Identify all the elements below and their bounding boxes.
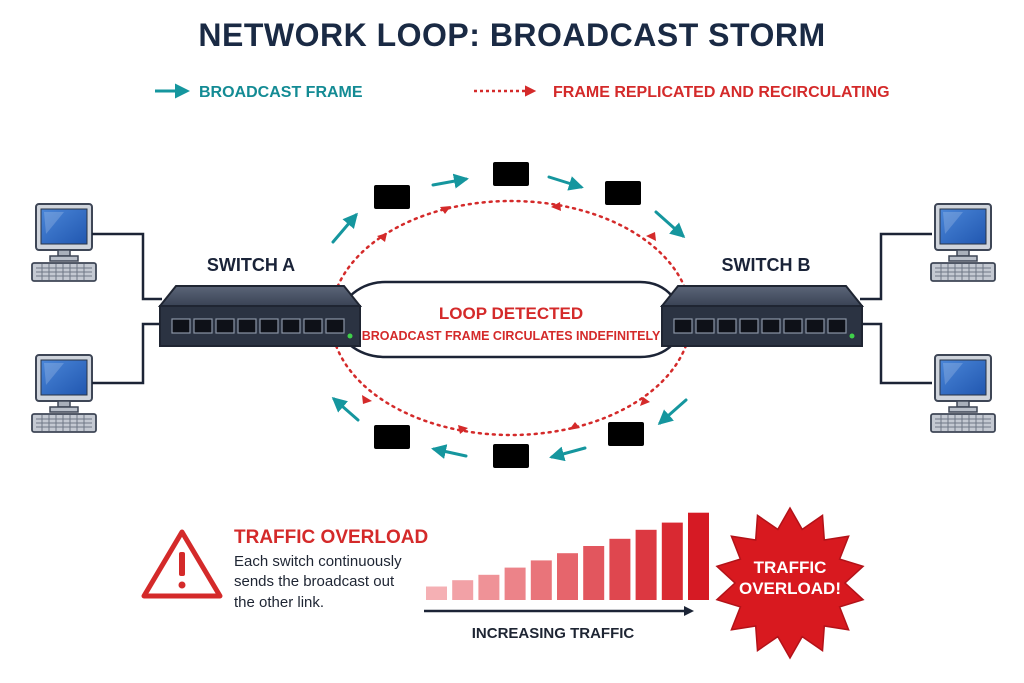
envelope-icon [374, 185, 410, 209]
legend-broadcast-label: BROADCAST FRAME [199, 84, 363, 101]
traffic-bar [478, 574, 500, 600]
switch-a-label: SWITCH A [207, 255, 295, 275]
switch-b [659, 285, 865, 347]
traffic-axis-label: INCREASING TRAFFIC [472, 625, 635, 642]
traffic-bar [504, 567, 526, 600]
axis-arrowhead-icon [684, 606, 694, 616]
switch-b-label: SWITCH B [722, 255, 811, 275]
switch-b-led [849, 333, 855, 339]
burst-text-line-2: OVERLOAD! [739, 579, 841, 598]
computer-right-bottom [930, 354, 996, 433]
traffic-overload-text-line-1: Each switch continuously [234, 553, 402, 570]
envelope-icon [374, 425, 410, 449]
computer-cables [92, 232, 932, 385]
traffic-bar [635, 529, 657, 600]
legend: BROADCAST FRAME FRAME REPLICATED AND REC… [155, 83, 890, 101]
traffic-overload-burst: TRAFFIC OVERLOAD! [715, 506, 865, 660]
loop-detected-title: LOOP DETECTED [439, 304, 583, 323]
envelope-icon [605, 181, 641, 205]
traffic-bar [557, 553, 578, 600]
loop-detected-subtitle: BROADCAST FRAME CIRCULATES INDEFINITELY [362, 329, 661, 343]
traffic-bar [452, 580, 474, 600]
burst-text-line-1: TRAFFIC [754, 558, 827, 577]
switch-a-ports [171, 318, 345, 334]
traffic-bar [426, 586, 447, 600]
traffic-overload-text-line-3: the other link. [234, 594, 324, 611]
broadcast-flow-arrows [331, 173, 688, 462]
traffic-overload-text-line-2: sends the broadcast out [234, 573, 395, 590]
legend-replicated-label: FRAME REPLICATED AND RECIRCULATING [553, 84, 890, 101]
envelope-icon [493, 162, 529, 186]
computer-left-bottom [31, 354, 97, 433]
switch-links [349, 280, 673, 359]
loop-direction-arrows [362, 202, 656, 434]
traffic-bar [583, 546, 605, 600]
switch-a-led [347, 333, 353, 339]
switch-a [157, 285, 363, 347]
traffic-bar [530, 560, 552, 600]
traffic-bar [688, 512, 709, 600]
traffic-bars [426, 512, 709, 600]
traffic-bar [661, 522, 683, 600]
traffic-overload-title: TRAFFIC OVERLOAD [234, 527, 428, 548]
computer-left-top [31, 203, 97, 282]
computer-right-top [930, 203, 996, 282]
envelope-icon [493, 444, 529, 468]
envelope-icon [608, 422, 644, 446]
switch-b-ports [673, 318, 847, 334]
traffic-bar [609, 538, 631, 600]
warning-icon [141, 529, 223, 599]
page-title: NETWORK LOOP: BROADCAST STORM [198, 17, 825, 53]
